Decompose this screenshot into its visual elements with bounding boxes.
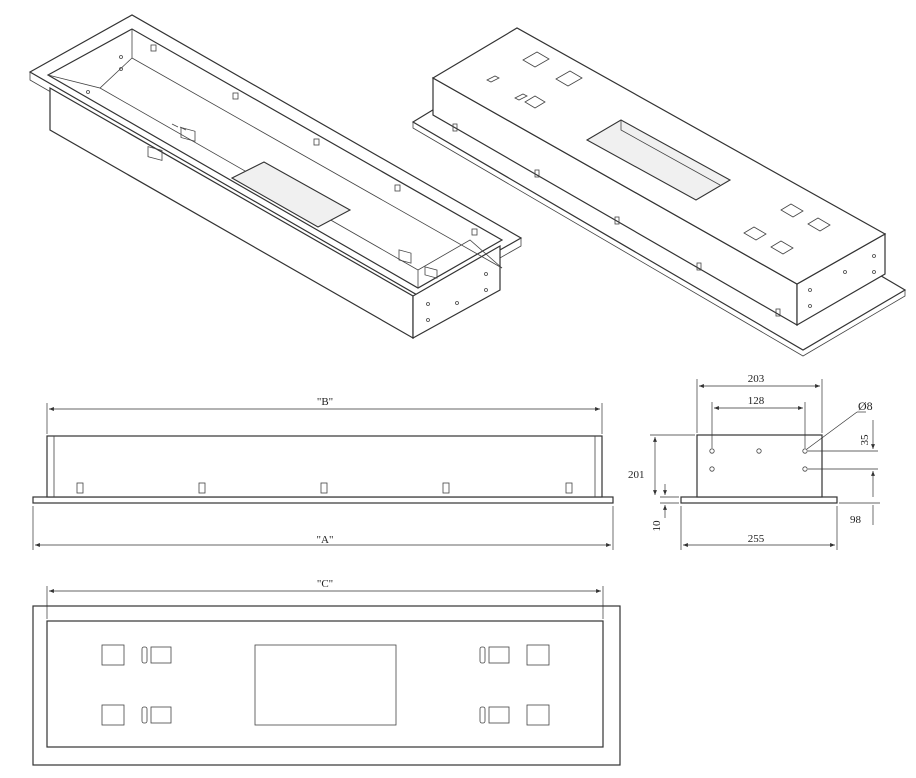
dimension-diameter-label: Ø8 [858, 399, 873, 413]
dimension-c-label: "C" [317, 578, 333, 590]
front-view-tabs [76, 482, 573, 494]
mounting-hole [756, 448, 762, 454]
top-view-cutouts [101, 644, 550, 726]
dimension-201-label: 201 [628, 469, 645, 481]
dimension-128-label: 128 [748, 395, 765, 407]
side-view: 203 128 Ø8 35 201 10 98 255 [628, 373, 880, 550]
dimension-b-label: "B" [317, 396, 333, 408]
dimension-35-label: 35 [859, 434, 871, 446]
mounting-hole [802, 466, 808, 472]
dimension-10-label: 10 [651, 520, 663, 532]
dimension-98-label: 98 [850, 514, 862, 526]
top-view: "C" [32, 578, 621, 766]
mounting-hole [709, 466, 715, 472]
dimension-203-label: 203 [748, 373, 765, 385]
dimension-a-label: "A" [317, 534, 334, 546]
mounting-hole [802, 448, 808, 454]
center-slot [254, 644, 397, 726]
front-view: "B" "A" [32, 396, 614, 550]
isometric-view-open-tray [28, 14, 523, 340]
mounting-hole [709, 448, 715, 454]
isometric-view-closed-box [411, 27, 907, 357]
dimension-255-label: 255 [748, 533, 765, 545]
